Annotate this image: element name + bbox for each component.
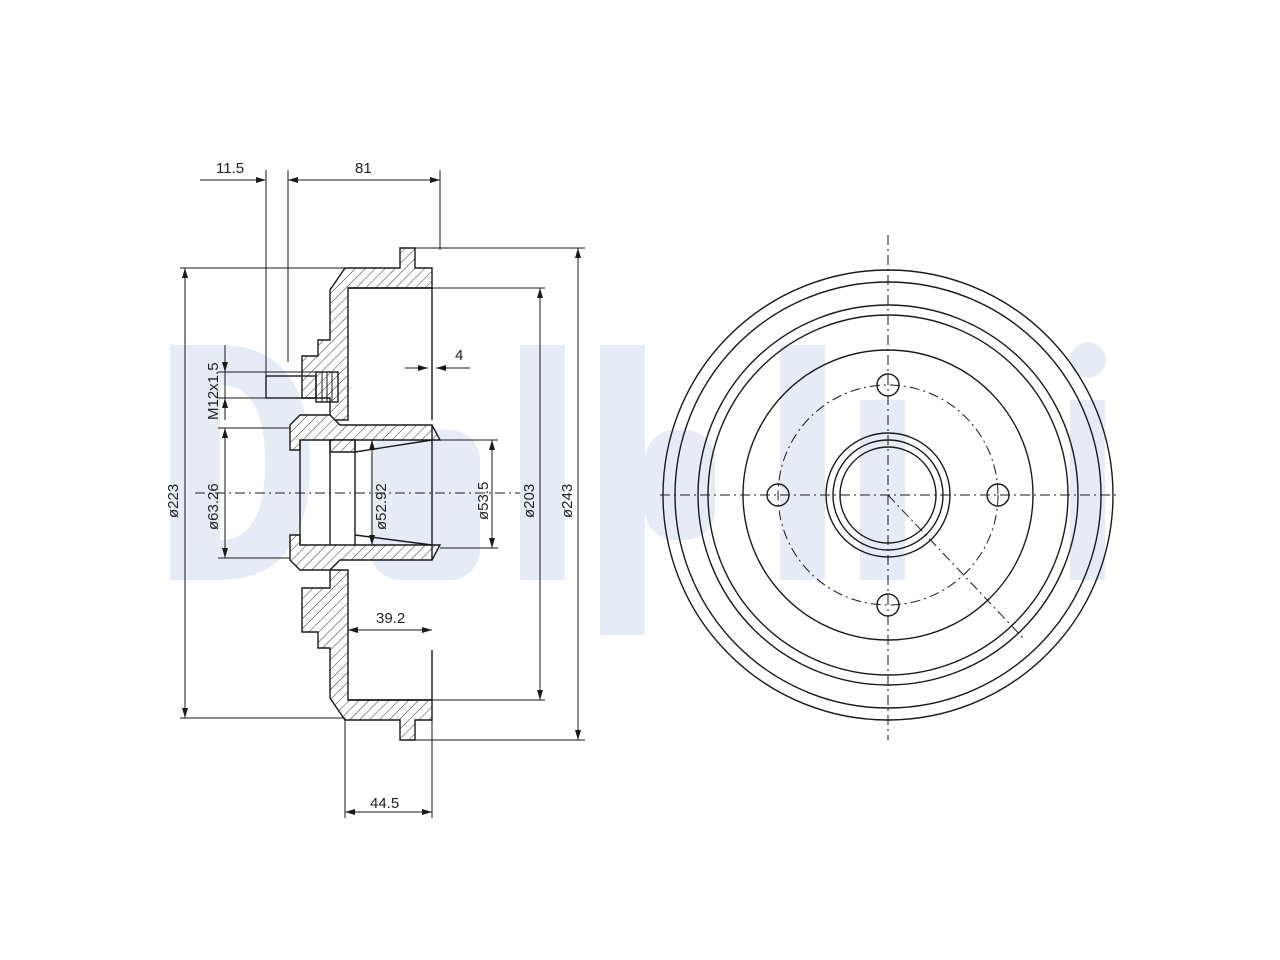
front-radial-line xyxy=(887,494,1026,641)
dim-11-5-label: 11.5 xyxy=(216,160,244,177)
dia-52-92-label: ø52.92 xyxy=(373,483,390,530)
bolt-circle xyxy=(777,384,999,606)
thread-label: M12x1.5 xyxy=(205,362,222,420)
dia-63-26-label: ø63.26 xyxy=(205,483,222,530)
hub-bottom xyxy=(289,534,442,571)
hub-outer-circle xyxy=(825,432,951,558)
bolt-hole-bottom xyxy=(876,593,900,617)
dim-4-label: 4 xyxy=(455,347,463,364)
hub-top xyxy=(289,414,442,451)
dim-44-5-label: 44.5 xyxy=(370,795,399,812)
dim-81-label: 81 xyxy=(355,160,372,177)
bolt-hole-top xyxy=(876,373,900,397)
drum-outer-circle xyxy=(662,269,1114,721)
side-section-view: 11.5 81 4 39.2 44.5 M12x1.5 ø223 ø63.26 … xyxy=(165,160,585,818)
dim-39-2-label: 39.2 xyxy=(376,610,405,627)
dia-203-label: ø203 xyxy=(521,484,538,518)
dia-223-label: ø223 xyxy=(165,484,182,518)
bolt-hole-left xyxy=(766,483,790,507)
dia-53-5-label: ø53.5 xyxy=(475,482,492,520)
dia-243-label: ø243 xyxy=(559,484,576,518)
hub-top-inner xyxy=(329,439,356,453)
bolt-hole-right xyxy=(986,483,1010,507)
drum-wall-bottom xyxy=(301,569,433,741)
delphi-watermark xyxy=(170,342,1106,635)
front-view xyxy=(660,235,1118,740)
